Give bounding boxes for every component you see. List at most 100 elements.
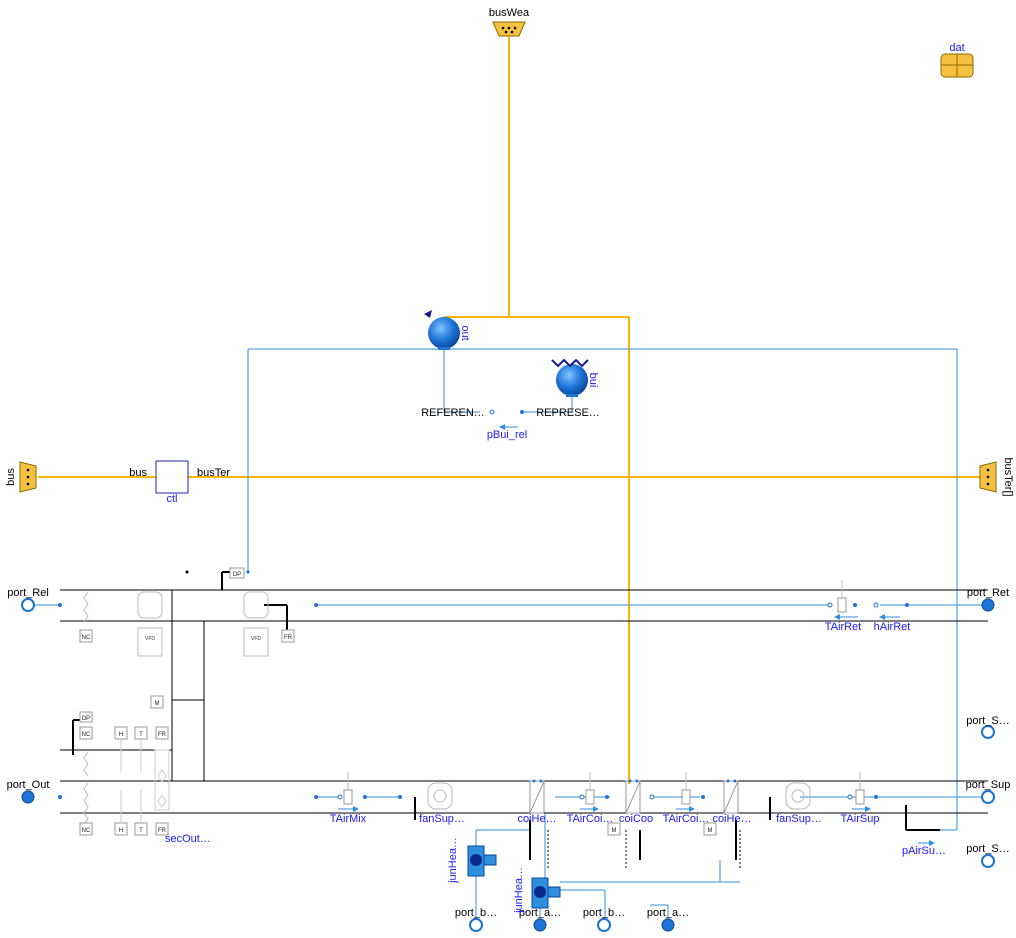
tair-ret-label: TAirRet (825, 621, 861, 633)
jun-hea-2[interactable] (531, 877, 561, 909)
port-rel[interactable] (21, 598, 35, 612)
fr-tag-1[interactable] (281, 629, 295, 643)
ctl-block[interactable] (155, 460, 189, 494)
nc-tag-3[interactable] (79, 822, 93, 836)
out-source[interactable] (424, 310, 460, 350)
coi-hea-1[interactable] (529, 779, 545, 861)
buswea-connector[interactable] (492, 21, 526, 37)
fr-tag-1-text: FR (284, 635, 293, 641)
tair-mix-sensor[interactable] (314, 772, 367, 812)
nc-tag-3-text: NC (82, 828, 91, 834)
valve-dashes (547, 830, 741, 870)
nc-tag-1-text: NC (82, 635, 91, 641)
bus-label: bus (5, 468, 17, 486)
tair-sup-label: TAirSup (841, 813, 880, 825)
pbui-rel-sensor[interactable] (489, 409, 524, 430)
jun-hea-2-label: junHea… (513, 867, 525, 914)
tair-ret-sensor[interactable] (827, 580, 858, 620)
out-duct-port (58, 795, 62, 799)
tair-coi-1-sensor[interactable] (579, 772, 609, 812)
dp-tag-2[interactable] (79, 711, 93, 723)
fr-tag-2-text: FR (158, 732, 167, 738)
fr-tag-3[interactable] (155, 822, 169, 836)
h-tag-1[interactable] (114, 726, 128, 740)
fr-tag-3-text: FR (158, 828, 167, 834)
tair-sup-sensor[interactable] (847, 772, 878, 812)
coi-hea-2[interactable] (723, 779, 739, 861)
hair-ret-label: hAirRet (874, 621, 911, 633)
bui-source[interactable] (551, 358, 589, 397)
buswea-label: busWea (489, 7, 530, 19)
m-tag-2[interactable] (607, 822, 621, 836)
bus-connector-left[interactable] (19, 461, 37, 493)
fan-sup-1[interactable] (398, 782, 453, 810)
relief-damper-grille[interactable] (83, 591, 89, 826)
vfd-tag-2: VFD (251, 636, 261, 642)
bus-lines (38, 36, 980, 784)
nc-tag-2[interactable] (79, 726, 93, 740)
tair-mix-label: TAirMix (330, 813, 367, 825)
port-b2[interactable] (597, 918, 611, 932)
fan-sup-2-label: fanSup… (776, 813, 822, 825)
bui-label: bui (587, 373, 599, 388)
tair-coi-1-label: TAirCoi… (567, 813, 614, 825)
pair-sup-label: pAirSu… (902, 845, 946, 857)
hair-ret-sensor[interactable] (873, 602, 909, 620)
ctl-buster-label: busTer (197, 467, 230, 479)
port-out-label: port_Out (7, 779, 50, 791)
coi-hea-1-label: coiHe… (517, 813, 556, 825)
dp-tag-1-text: DP (233, 572, 241, 578)
h-tag-1-text: H (119, 732, 123, 738)
relief-fan-icon[interactable] (137, 591, 269, 657)
secout-label: secOut… (165, 833, 211, 845)
rel-duct-port (58, 603, 62, 607)
tair-coi-2-label: TAirCoi… (663, 813, 710, 825)
t-tag-1[interactable] (134, 726, 148, 740)
outdoor-sensors (120, 740, 170, 822)
t-tag-2[interactable] (134, 822, 148, 836)
port-s1-label: port_S… (966, 715, 1009, 727)
tair-coi-2-sensor[interactable] (649, 772, 705, 812)
port-sup-label: port_Sup (966, 779, 1011, 791)
h-tag-2[interactable] (114, 822, 128, 836)
port-b1-label: port_b… (455, 907, 497, 919)
buster-connector-right[interactable] (979, 461, 997, 493)
port-sup[interactable] (981, 790, 995, 804)
ret-duct-port (314, 603, 318, 607)
port-out[interactable] (21, 790, 35, 804)
pbui-rel-label: pBui_rel (487, 429, 527, 441)
vfd-tag-1: VFD (145, 636, 155, 642)
port-a2-label: port_a… (647, 907, 689, 919)
fan-sup-2[interactable] (785, 782, 811, 810)
port-s1[interactable] (981, 725, 995, 739)
port-b2-label: port_b… (583, 907, 625, 919)
coi-hea-2-label: coiHe… (712, 813, 751, 825)
ctl-bus-label: bus (129, 467, 147, 479)
port-s2[interactable] (981, 854, 995, 868)
nc-tag-1[interactable] (79, 629, 93, 643)
coi-coo[interactable] (625, 779, 641, 861)
m-tag-3[interactable] (703, 822, 717, 836)
port-ret[interactable] (981, 598, 995, 612)
dp-tag-1[interactable] (229, 567, 245, 579)
misc-dot (185, 570, 189, 574)
port-b1[interactable] (469, 918, 483, 932)
jun-hea-1[interactable] (467, 845, 497, 877)
coi-coo-label: coiCoo (619, 813, 653, 825)
dat-label: dat (949, 42, 964, 54)
port-a2[interactable] (661, 918, 675, 932)
m-tag-2-text: M (612, 828, 617, 834)
port-s2-label: port_S… (966, 843, 1009, 855)
m-tag-1[interactable] (150, 695, 164, 709)
h-tag-2-text: H (119, 828, 123, 834)
port-ret-label: port_Ret (967, 587, 1009, 599)
m-tag-3-text: M (708, 828, 713, 834)
duct-lines (60, 571, 988, 831)
dat-record-icon[interactable] (940, 53, 974, 78)
fr-tag-2[interactable] (155, 726, 169, 740)
nc-tag-2-text: NC (82, 732, 91, 738)
dp-port (246, 570, 250, 574)
fan-sup-1-label: fanSup… (419, 813, 465, 825)
port-a1[interactable] (533, 918, 547, 932)
